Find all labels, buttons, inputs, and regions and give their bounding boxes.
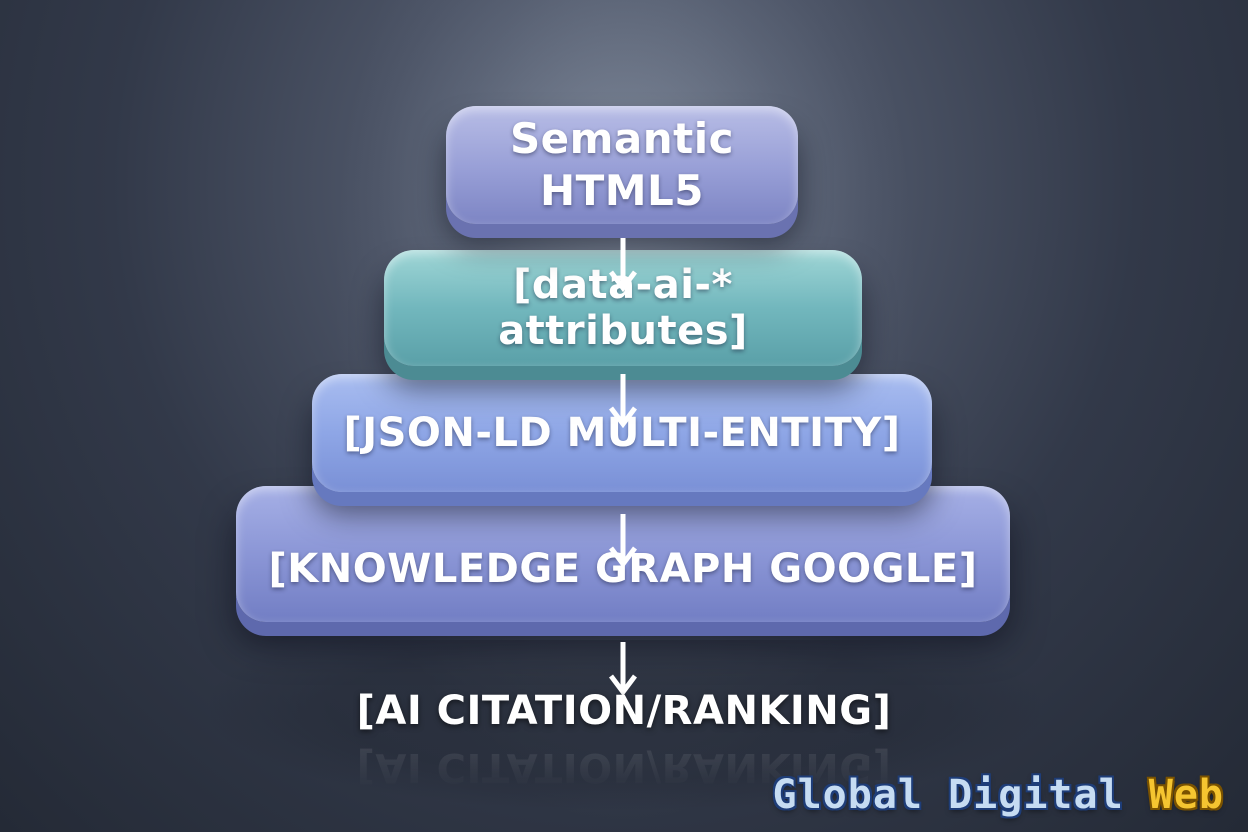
brand-logo-accent: Web: [1148, 772, 1224, 818]
layer-knowledge-graph: [KNOWLEDGE GRAPH GOOGLE]: [236, 486, 1010, 622]
layer-semantic-html5: Semantic HTML5: [446, 106, 798, 224]
arrow-down-icon: [608, 512, 638, 568]
output-ai-citation-ranking: [AI CITATION/RANKING]: [356, 688, 892, 734]
arrow-down-icon: [608, 236, 638, 292]
layer-semantic-html5-label: Semantic HTML5: [510, 113, 734, 218]
layer-semantic-html5-line2: HTML5: [539, 166, 705, 215]
brand-logo: Global Digital Web: [773, 772, 1225, 818]
layer-semantic-html5-line1: Semantic: [509, 113, 735, 163]
brand-logo-main: Global Digital: [772, 772, 1124, 818]
arrow-down-icon: [608, 372, 638, 428]
